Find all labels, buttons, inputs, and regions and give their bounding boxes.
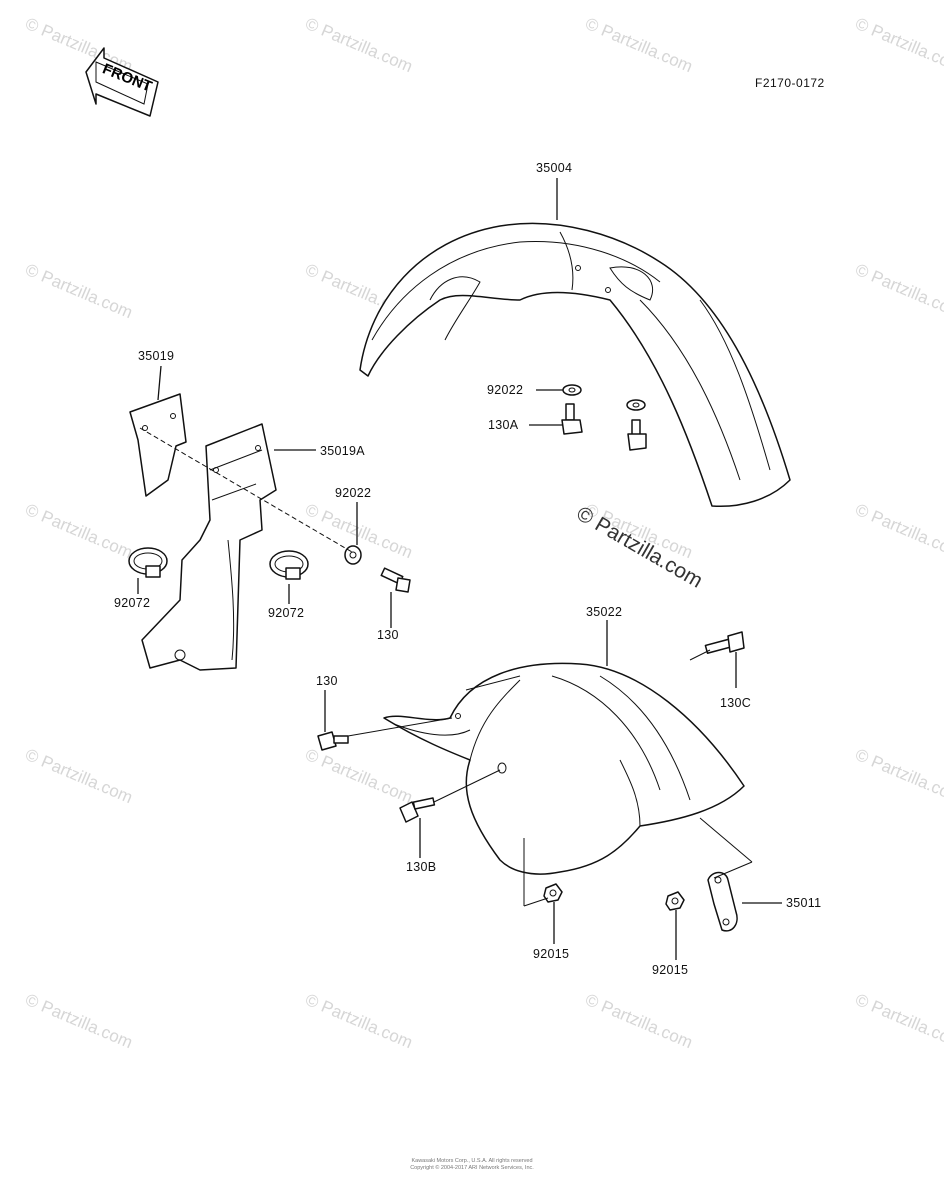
callout-35011: 35011 xyxy=(786,896,822,910)
leader-lines xyxy=(137,178,782,960)
callout-35004: 35004 xyxy=(536,161,573,175)
callout-35019A: 35019A xyxy=(320,444,365,458)
figure-code: F2170-0172 xyxy=(755,76,825,90)
front-fender-35004 xyxy=(359,222,791,508)
bolt-130-rear xyxy=(317,731,349,751)
bolt-130-left xyxy=(380,567,411,593)
nut-92015-center xyxy=(543,883,563,903)
callout-130-rear: 130 xyxy=(316,674,338,688)
callout-92015-center: 92015 xyxy=(533,947,570,961)
callout-92022-left: 92022 xyxy=(335,486,372,500)
footer-line-2: Copyright © 2004-2017 ARI Network Servic… xyxy=(410,1165,534,1171)
washer-92022-left xyxy=(344,545,362,565)
callout-130B: 130B xyxy=(406,860,437,874)
washer-92022-top xyxy=(562,384,646,411)
callout-92072-right: 92072 xyxy=(268,606,305,620)
clamp-92072-left xyxy=(128,547,168,578)
callout-92022-top: 92022 xyxy=(487,383,524,397)
stay-35011 xyxy=(707,871,738,932)
fork-guard-35019A xyxy=(141,423,277,671)
callout-130-left: 130 xyxy=(377,628,399,642)
number-plate-35019 xyxy=(129,393,187,497)
clamp-92072-right xyxy=(269,550,309,580)
bolt-130B xyxy=(399,797,436,823)
callout-130A: 130A xyxy=(488,418,519,432)
bolt-130A xyxy=(561,403,647,451)
callout-130C: 130C xyxy=(720,696,752,710)
callout-92015-right: 92015 xyxy=(652,963,689,977)
nut-92015-right xyxy=(665,891,685,911)
callout-35022: 35022 xyxy=(586,605,623,619)
footer-line-1: Kawasaki Motors Corp., U.S.A. All rights… xyxy=(411,1158,533,1164)
callout-92072-left: 92072 xyxy=(114,596,151,610)
bolt-130C xyxy=(704,631,745,654)
front-arrow-icon xyxy=(85,47,159,117)
callout-35019: 35019 xyxy=(138,349,175,363)
rear-fender-35022 xyxy=(383,662,745,875)
